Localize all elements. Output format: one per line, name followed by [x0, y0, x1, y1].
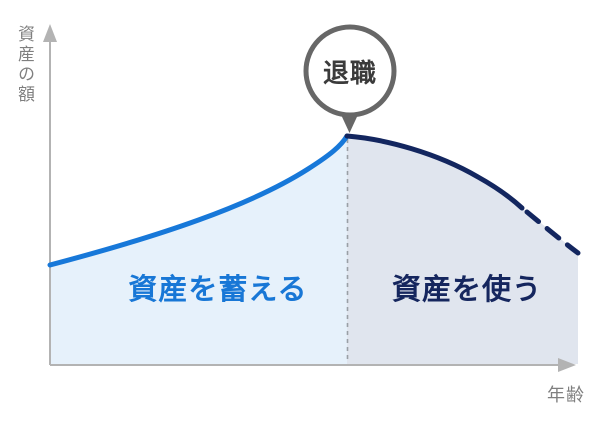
spend-curve-dashed: [524, 209, 581, 256]
x-axis-arrow-icon: [558, 358, 576, 372]
spend-curve-solid: [344, 133, 525, 211]
spend-phase-label: 資産を使う: [391, 274, 542, 306]
accumulate-phase-label: 資産を蓄える: [128, 274, 308, 306]
retirement-badge-label: 退職: [322, 57, 377, 88]
accumulate-area-fill: [50, 136, 347, 364]
x-axis-label: 年齢: [547, 385, 585, 405]
accumulate-curve: [47, 133, 350, 268]
spend-area-fill: [347, 136, 578, 364]
y-axis-arrow-icon: [43, 24, 57, 42]
retirement-badge-circle: [303, 24, 397, 118]
y-axis-label: 資産の額: [15, 25, 34, 105]
